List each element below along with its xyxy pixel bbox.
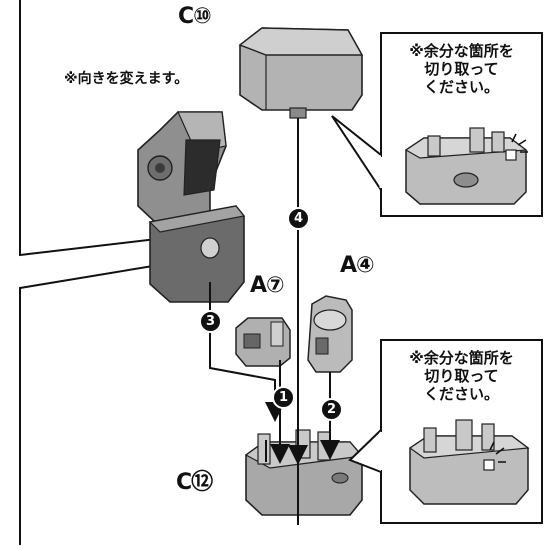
callout-bottom-part	[408, 419, 530, 505]
callout-bottom-text: ※余分な箇所を 切り取って ください。	[409, 349, 514, 403]
callout-top-text: ※余分な箇所を 切り取って ください。	[409, 42, 514, 96]
step-marker-3: 3	[199, 310, 222, 333]
part-a4	[307, 295, 353, 373]
step-marker-1: 1	[272, 386, 295, 409]
part-rotating	[137, 111, 246, 303]
part-label-a7: A⑦	[250, 273, 285, 298]
callout-top-part	[404, 127, 528, 205]
step-marker-2: 2	[320, 398, 343, 421]
step-marker-4: 4	[287, 207, 310, 230]
part-label-a4: A④	[340, 253, 375, 278]
part-c12	[244, 429, 364, 516]
part-a7	[235, 317, 291, 367]
part-label-c10: C⑩	[178, 4, 212, 29]
part-c10	[238, 27, 364, 119]
rotate-note: ※向きを変えます。	[64, 71, 189, 87]
frame-bracket	[19, 0, 166, 545]
part-label-c12: C⑫	[176, 470, 213, 495]
